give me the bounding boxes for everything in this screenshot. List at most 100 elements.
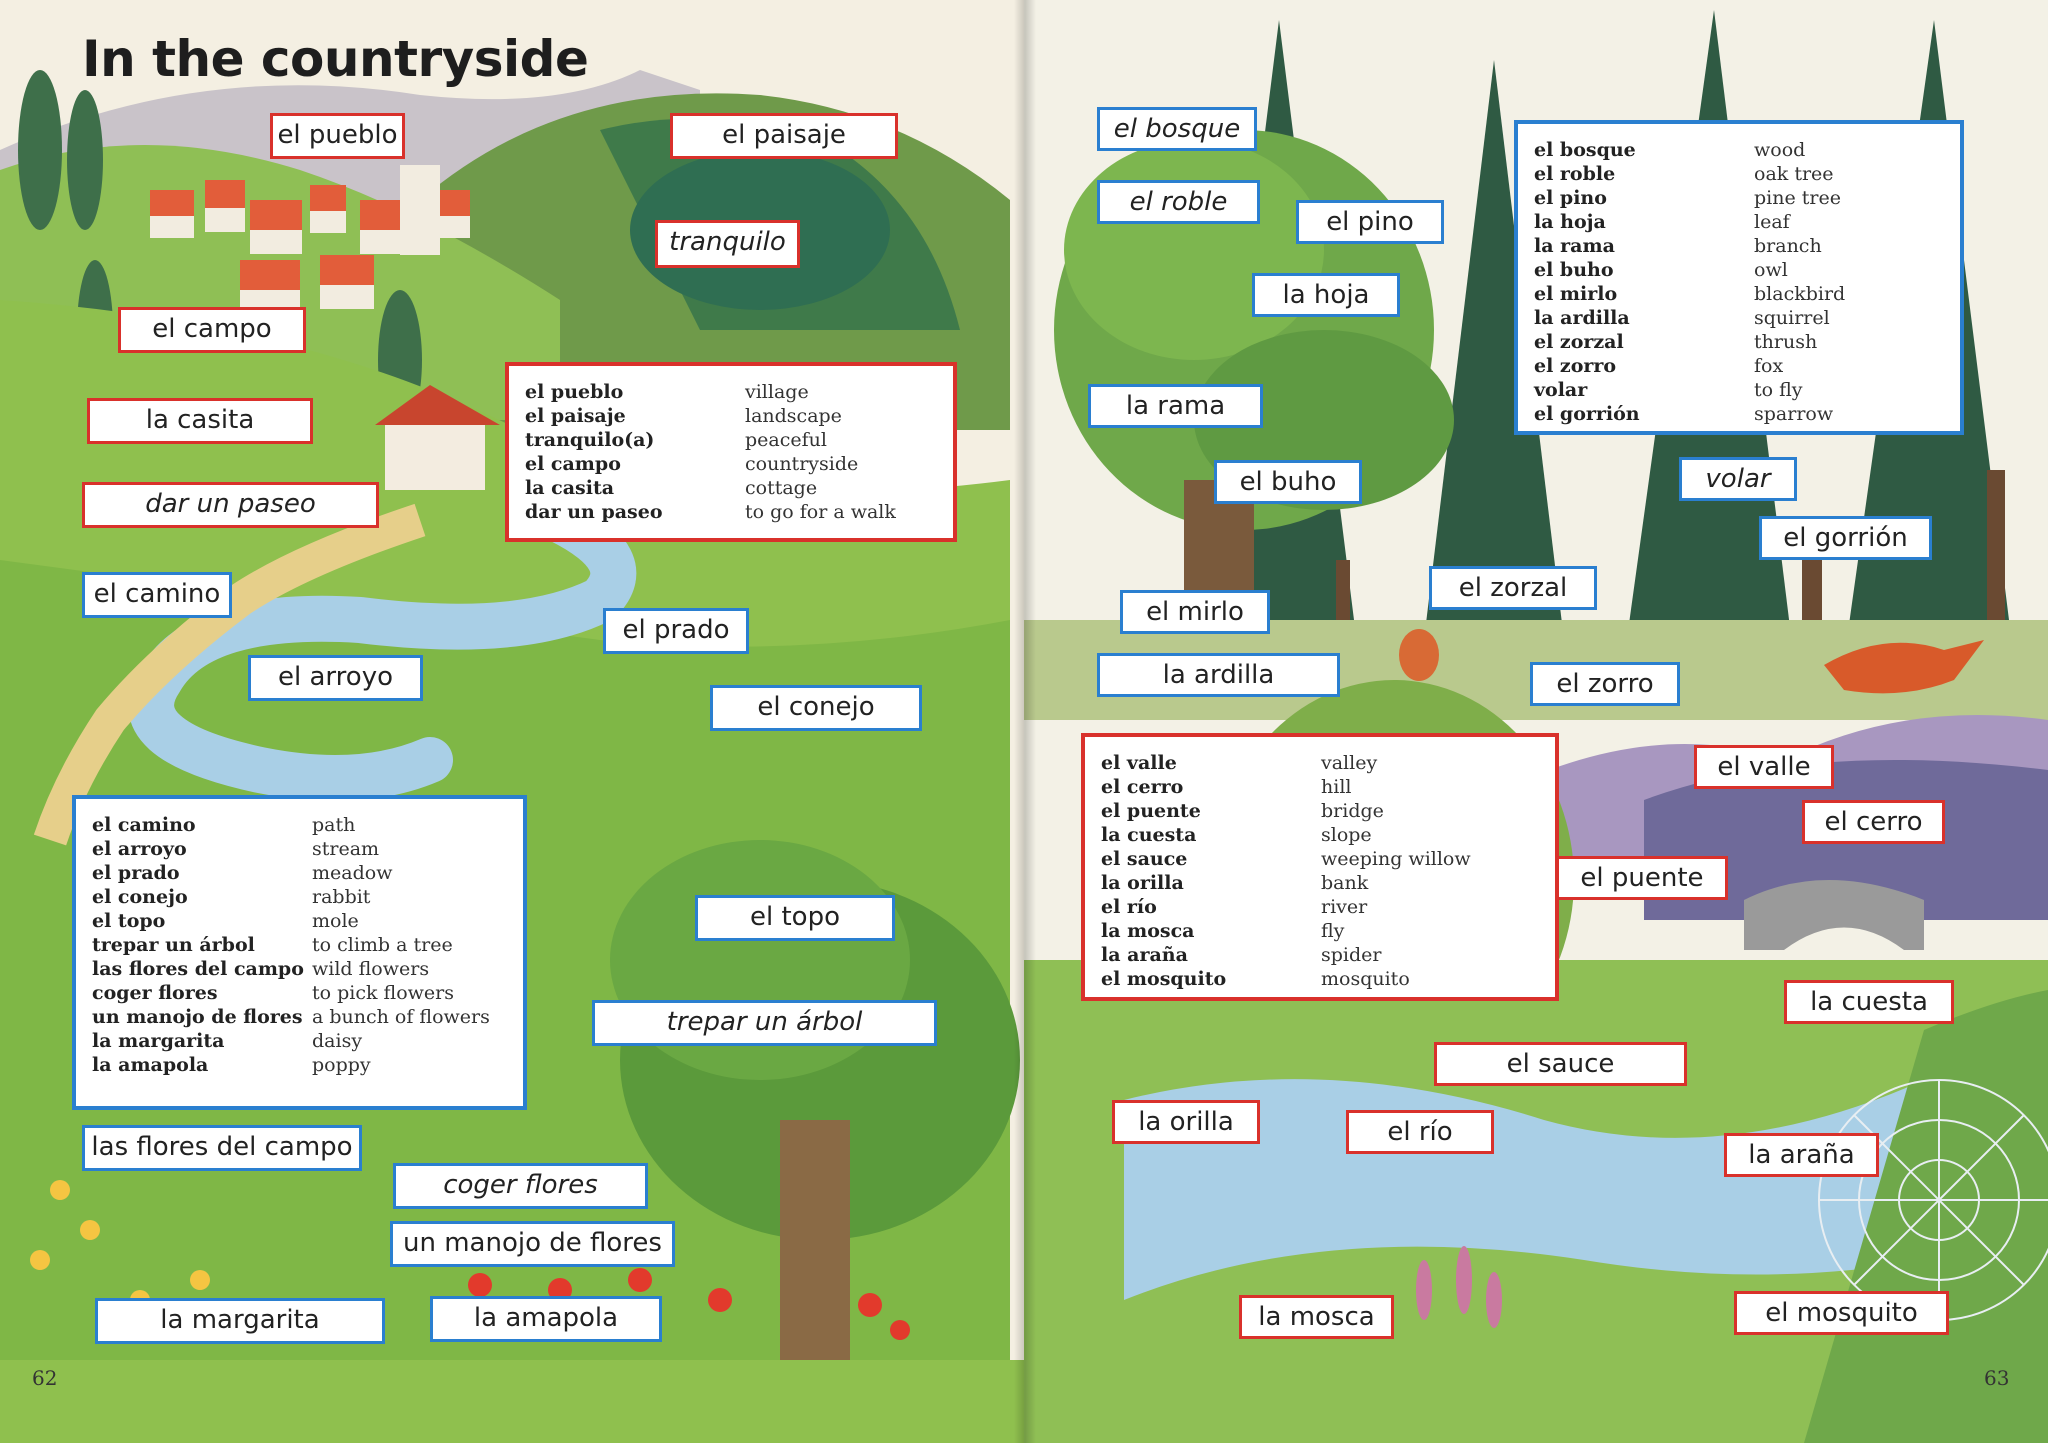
vocab-english: blackbird — [1754, 283, 1846, 305]
vocab-spanish: el zorro — [1534, 355, 1617, 377]
label-la-orilla: la orilla — [1112, 1100, 1260, 1144]
vocab-spanish: el roble — [1534, 163, 1616, 185]
label-el-sauce: el sauce — [1434, 1042, 1687, 1086]
book-gutter — [1014, 0, 1036, 1443]
vocab-spanish: la orilla — [1101, 872, 1184, 894]
label-tranquilo: tranquilo — [655, 220, 800, 268]
vocab-spanish: trepar un árbol — [92, 934, 255, 956]
vocab-spanish: la margarita — [92, 1030, 225, 1052]
right-page: el bosque el roble el pino la hoja la ra… — [1024, 0, 2048, 1443]
label-la-mosca: la mosca — [1239, 1295, 1394, 1339]
vocab-spanish: el pino — [1534, 187, 1607, 209]
label-las-flores-del-campo: las flores del campo — [82, 1125, 362, 1171]
vocab-spanish: el campo — [525, 453, 621, 475]
label-el-roble: el roble — [1097, 180, 1260, 224]
label-coger-flores: coger flores — [393, 1163, 648, 1209]
vocab-spanish: el buho — [1534, 259, 1614, 281]
vocab-english: oak tree — [1754, 163, 1834, 185]
label-la-margarita: la margarita — [95, 1298, 385, 1344]
label-el-paisaje: el paisaje — [670, 113, 898, 159]
label-la-arana: la araña — [1724, 1133, 1879, 1177]
label-el-mirlo: el mirlo — [1120, 590, 1270, 634]
vocab-spanish: el camino — [92, 814, 196, 836]
page-title: In the countryside — [82, 30, 589, 88]
vocab-english: fly — [1321, 920, 1345, 942]
label-el-zorzal: el zorzal — [1429, 566, 1597, 610]
vocab-english: owl — [1754, 259, 1788, 281]
label-el-arroyo: el arroyo — [248, 655, 423, 701]
vocab-spanish: el zorzal — [1534, 331, 1624, 353]
vocab-spanish: la hoja — [1534, 211, 1606, 233]
vocab-english: village — [745, 381, 809, 403]
label-el-camino: el camino — [82, 572, 232, 618]
vocab-english: bridge — [1321, 800, 1384, 822]
vocab-english: bank — [1321, 872, 1369, 894]
label-el-buho: el buho — [1214, 460, 1362, 504]
label-el-mosquito: el mosquito — [1734, 1291, 1949, 1335]
vocab-english: wild flowers — [312, 958, 430, 980]
vocab-row: el buho owl — [1534, 258, 1944, 282]
label-el-topo: el topo — [695, 895, 895, 941]
vocab-row: la rama branch — [1534, 234, 1944, 258]
vocab-english: river — [1321, 896, 1368, 918]
label-el-pueblo: el pueblo — [270, 113, 405, 159]
vocab-row: el zorro fox — [1534, 354, 1944, 378]
vocab-english: fox — [1754, 355, 1784, 377]
label-la-amapola: la amapola — [430, 1296, 662, 1342]
label-el-cerro: el cerro — [1802, 800, 1945, 844]
vocab-english: cottage — [745, 477, 818, 499]
vocab-english: thrush — [1754, 331, 1818, 353]
vocab-english: to pick flowers — [312, 982, 454, 1004]
vocab-english: poppy — [312, 1054, 371, 1076]
vocab-english: wood — [1754, 139, 1806, 161]
label-el-valle: el valle — [1694, 745, 1834, 789]
label-el-gorrion: el gorrión — [1759, 516, 1932, 560]
label-el-campo: el campo — [118, 307, 306, 353]
label-el-rio: el río — [1346, 1110, 1494, 1154]
label-el-zorro: el zorro — [1530, 662, 1680, 706]
vocab-row: el bosque wood — [1534, 138, 1944, 162]
vocab-spanish: el puente — [1101, 800, 1201, 822]
label-la-rama: la rama — [1088, 384, 1263, 428]
vocab-spanish: las flores del campo — [92, 958, 304, 980]
vocab-spanish: el bosque — [1534, 139, 1636, 161]
vocab-english: spider — [1321, 944, 1382, 966]
vocab-english: branch — [1754, 235, 1822, 257]
vocab-english: stream — [312, 838, 380, 860]
label-el-bosque: el bosque — [1097, 107, 1257, 151]
vocab-english: rabbit — [312, 886, 371, 908]
vocab-english: to go for a walk — [745, 501, 896, 523]
vocab-english: to fly — [1754, 379, 1803, 401]
vocab-row: la orilla bank — [1101, 871, 1539, 895]
label-el-pino: el pino — [1296, 200, 1444, 244]
vocab-spanish: la mosca — [1101, 920, 1195, 942]
vocab-spanish: volar — [1534, 379, 1588, 401]
label-la-cuesta: la cuesta — [1784, 980, 1954, 1024]
vocab-spanish: dar un paseo — [525, 501, 663, 523]
label-el-puente: el puente — [1556, 856, 1728, 900]
vocab-row: el roble oak tree — [1534, 162, 1944, 186]
label-la-hoja: la hoja — [1252, 273, 1400, 317]
vocab-spanish: la rama — [1534, 235, 1615, 257]
vocab-english: to climb a tree — [312, 934, 453, 956]
vocab-spanish: el mosquito — [1101, 968, 1227, 990]
